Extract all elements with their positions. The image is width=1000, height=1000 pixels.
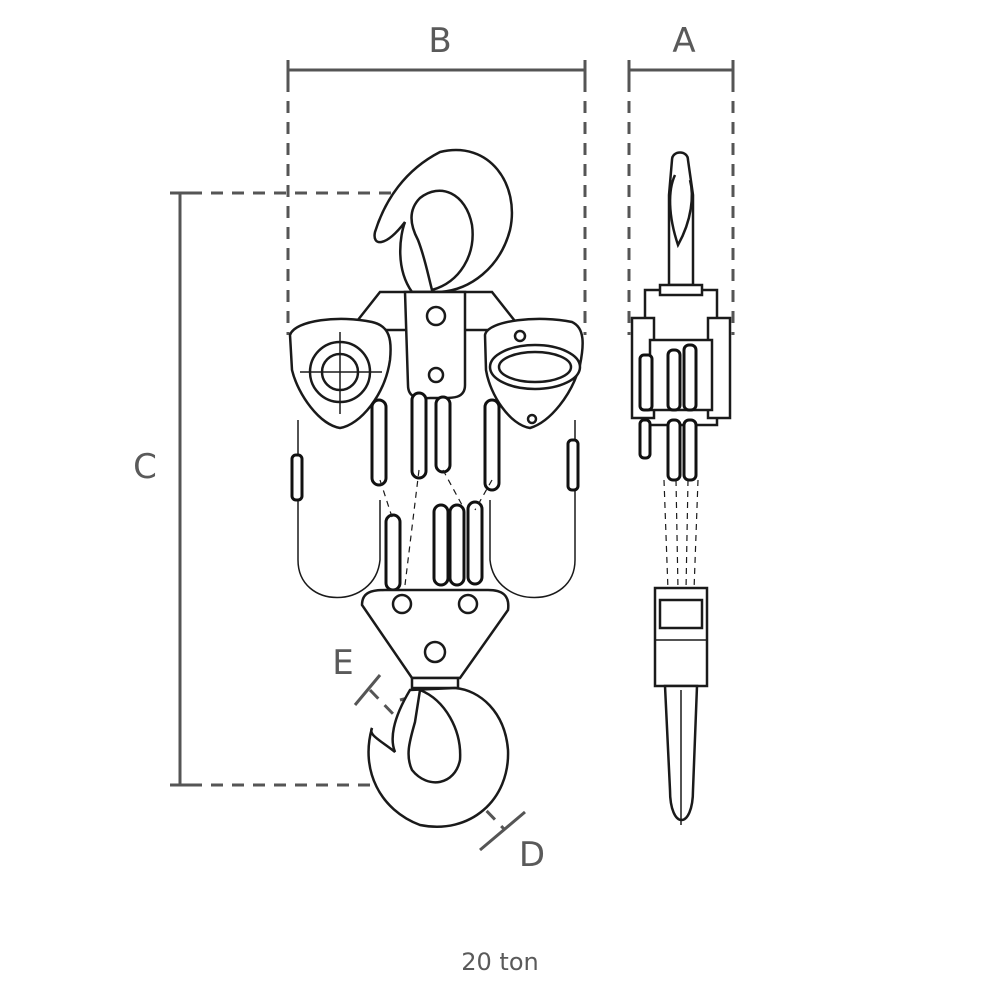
dimension-a-label: A [672, 21, 695, 61]
dimension-d-e: E D [332, 643, 545, 875]
dimension-e-label: E [332, 643, 353, 683]
dimension-b-label: B [428, 21, 451, 61]
left-hand-chain [297, 420, 381, 599]
dimension-a: A [627, 21, 735, 335]
hoist-center-plate [403, 290, 467, 400]
dimension-d-label: D [519, 835, 545, 875]
right-hand-chain [489, 420, 576, 599]
bottom-block [360, 588, 510, 680]
dimension-b: B [286, 21, 587, 335]
side-view [630, 151, 732, 825]
front-view [288, 148, 584, 828]
dimension-c-label: C [133, 447, 157, 487]
dimension-c: C [133, 191, 440, 787]
capacity-caption: 20 ton [461, 948, 539, 976]
load-chain [370, 391, 501, 592]
